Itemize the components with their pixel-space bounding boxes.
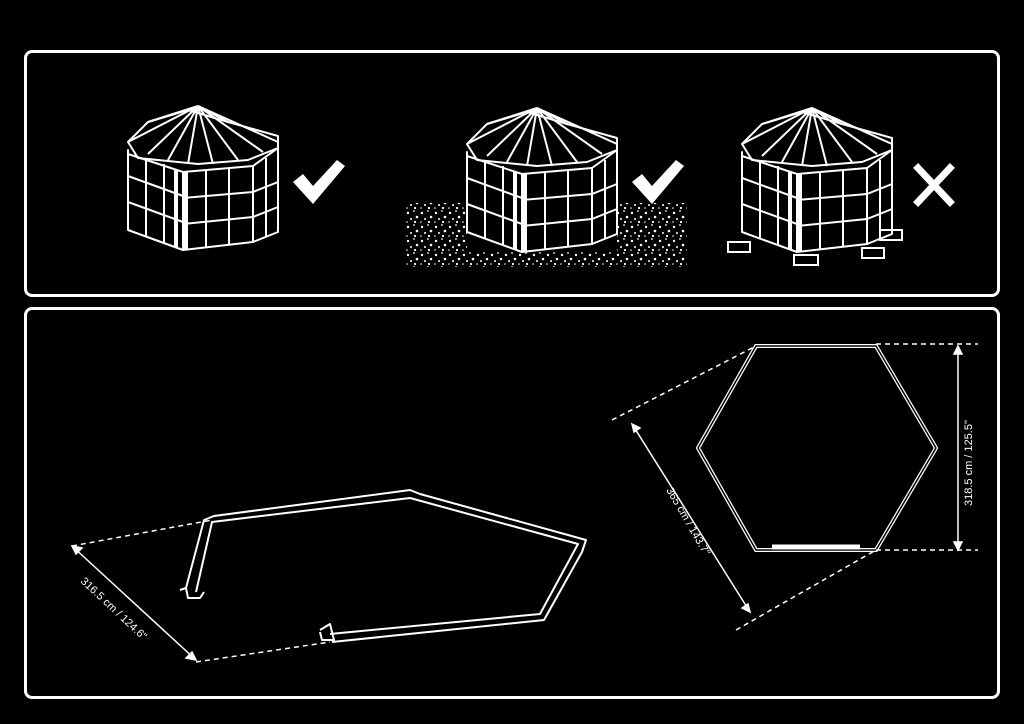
flat-width-label: 318.5 cm / 125.5" bbox=[963, 420, 975, 506]
diagonal-label: 365 cm / 143.7" bbox=[663, 486, 712, 558]
hexagon-base-plan bbox=[695, 344, 939, 552]
cross-icon bbox=[918, 168, 950, 202]
greenhouse-on-blocks-illustration bbox=[727, 106, 903, 266]
check-icon bbox=[293, 160, 345, 204]
diagonal-dimension bbox=[611, 345, 877, 631]
base-width-label: 316.5 cm / 124.6" bbox=[78, 575, 149, 642]
installation-options-panel bbox=[24, 50, 1000, 297]
greenhouse-on-ground-illustration bbox=[465, 106, 619, 254]
check-icon bbox=[632, 160, 684, 204]
base-width-dimension bbox=[70, 519, 331, 663]
base-dimensions-panel bbox=[24, 307, 1000, 699]
flat-width-dimension bbox=[876, 343, 978, 552]
greenhouse-with-base-illustration bbox=[126, 104, 280, 252]
base-frame-illustration bbox=[179, 489, 587, 643]
